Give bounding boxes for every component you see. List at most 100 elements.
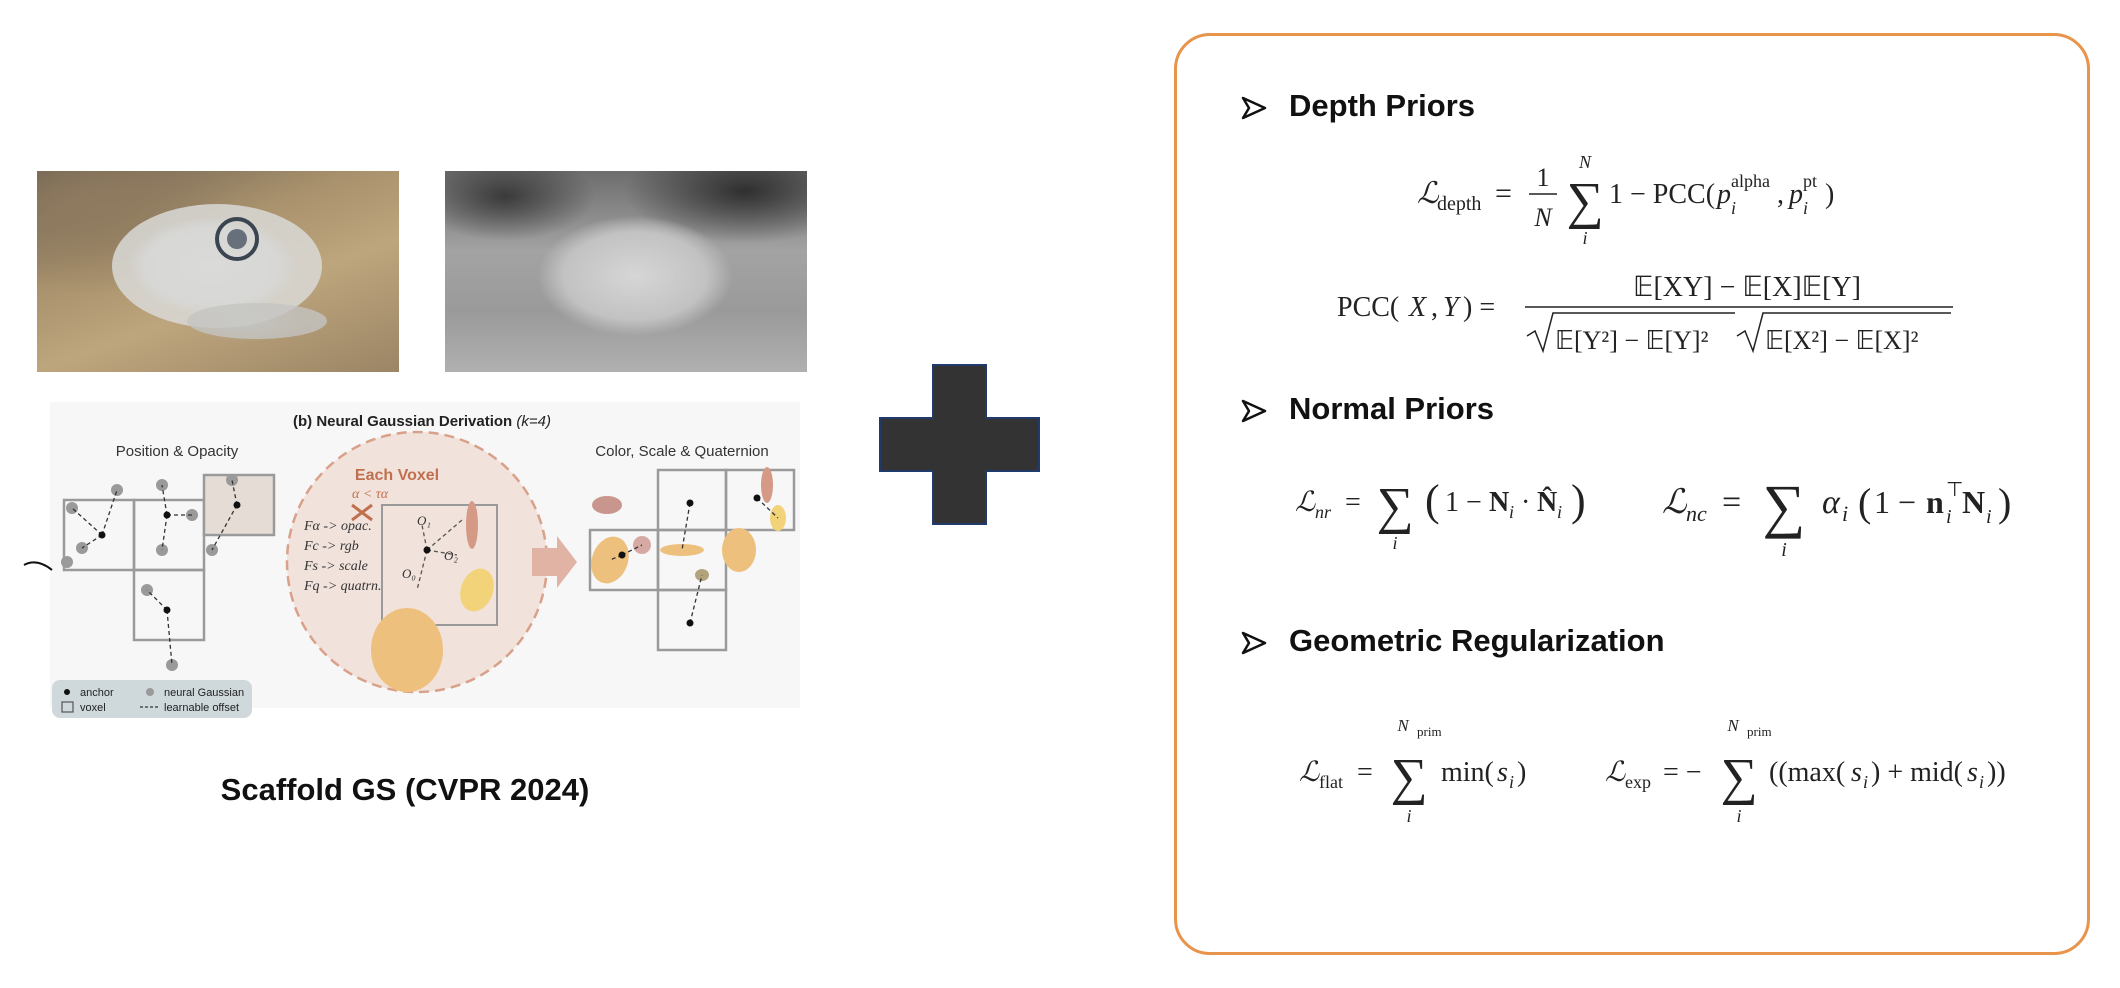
legend-neural-gaussian: neural Gaussian <box>164 687 244 699</box>
svg-text:N: N <box>1489 487 1509 518</box>
depth-map-image <box>445 171 807 372</box>
normal-render-loss-equation: ℒ nr = ∑ i ( 1 − N i · N̂ i ) <box>1295 476 1586 553</box>
svg-text:i: i <box>1509 772 1514 792</box>
svg-text:=: = <box>1345 487 1361 518</box>
svg-text:PCC(: PCC( <box>1337 292 1399 323</box>
svg-text:): ) <box>1998 480 2011 525</box>
learnable-offsets <box>71 479 238 666</box>
legend-learnable-offset: learnable offset <box>164 702 239 714</box>
depth-priors-heading: Depth Priors <box>1237 88 1475 124</box>
svg-text:i: i <box>1803 198 1808 218</box>
svg-text:i: i <box>1731 198 1736 218</box>
arrowhead-bullet-icon <box>1241 399 1267 423</box>
alpha-threshold-label: α < τα <box>352 487 389 502</box>
expansion-loss-equation: ℒ exp = − N prim ∑ i ((max( s i ) + mid(… <box>1605 716 2006 826</box>
gaussian-yellow-ellipse <box>460 568 494 612</box>
svg-text:i: i <box>1842 501 1848 526</box>
svg-text:= −: = − <box>1663 757 1702 788</box>
color-scale-quaternion-label: Color, Scale & Quaternion <box>595 443 768 460</box>
svg-text:p: p <box>1715 179 1731 210</box>
arrowhead-bullet-icon <box>1241 96 1267 120</box>
svg-text:i: i <box>1863 772 1868 792</box>
svg-text:,: , <box>1777 179 1784 210</box>
svg-text:exp: exp <box>1625 772 1651 792</box>
svg-text:i: i <box>1509 502 1514 522</box>
svg-text:N: N <box>1726 716 1740 735</box>
flatness-loss-equation: ℒ flat = N prim ∑ i min( s i ) <box>1299 716 1526 826</box>
svg-text:s: s <box>1851 757 1862 788</box>
svg-text:): ) <box>1571 476 1586 525</box>
flow-arrow-icon <box>532 536 577 588</box>
svg-text:i: i <box>1781 539 1787 561</box>
zoomed-voxel-box <box>381 504 498 626</box>
colored-gaussians <box>591 467 786 584</box>
svg-text:∑: ∑ <box>1763 473 1806 539</box>
svg-text:pt: pt <box>1803 171 1817 191</box>
figure-title-k: (k=4) <box>516 413 551 430</box>
svg-text:1 − PCC(: 1 − PCC( <box>1609 179 1715 210</box>
normal-priors-heading: Normal Priors <box>1237 391 1494 427</box>
svg-text:n: n <box>1926 484 1944 520</box>
cap-photo-drawing <box>112 204 327 339</box>
svg-text:) =: ) = <box>1463 292 1495 323</box>
pruned-cross-icon <box>351 503 373 522</box>
scaffold-gs-diagram: (b) Neural Gaussian Derivation (k=4) Pos… <box>23 402 800 718</box>
feature-quaternion-label: Fq -> quatrn. <box>303 579 382 594</box>
pcc-equation: PCC( X , Y ) = 𝔼[XY] − 𝔼[X]𝔼[Y] 𝔼[Y²] − … <box>1337 272 1953 355</box>
svg-text:1 −: 1 − <box>1445 487 1482 518</box>
svg-text:i: i <box>1979 772 1984 792</box>
rgb-render-image <box>37 171 399 372</box>
svg-text:X: X <box>1408 292 1427 323</box>
svg-text:depth: depth <box>1437 193 1481 215</box>
offset-o1-label: O₁ <box>417 513 431 528</box>
priors-panel: Depth Priors ℒ depth = 1 N N ∑ i 1 − PCC… <box>1174 33 2090 955</box>
svg-text:i: i <box>1986 506 1992 528</box>
svg-text:ℒ: ℒ <box>1605 757 1626 788</box>
svg-text:N: N <box>1578 152 1592 172</box>
gaussian-red-ellipse <box>466 501 478 549</box>
svg-text:Y: Y <box>1443 292 1462 323</box>
zoomed-offsets <box>416 519 463 591</box>
svg-text:(: ( <box>1425 476 1440 525</box>
svg-text:i: i <box>1582 228 1587 248</box>
svg-text:∑: ∑ <box>1566 173 1603 230</box>
arrowhead-bullet-icon <box>1241 631 1267 655</box>
svg-text:) + mid(: ) + mid( <box>1871 757 1963 788</box>
anchor-points <box>98 501 241 614</box>
depth-priors-title: Depth Priors <box>1289 88 1476 123</box>
svg-text:ℒ: ℒ <box>1662 484 1688 521</box>
svg-text:s: s <box>1497 757 1508 788</box>
svg-text:)): )) <box>1987 757 2006 788</box>
svg-text:nc: nc <box>1686 501 1707 526</box>
svg-text:∑: ∑ <box>1720 749 1757 806</box>
svg-text:𝔼[Y²] − 𝔼[Y]²: 𝔼[Y²] − 𝔼[Y]² <box>1555 326 1709 355</box>
each-voxel-label: Each Voxel <box>355 467 439 484</box>
svg-text:N: N <box>1533 203 1553 232</box>
svg-text:prim: prim <box>1747 724 1772 739</box>
gaussian-orange-ellipse <box>371 608 443 692</box>
svg-text:=: = <box>1357 757 1373 788</box>
svg-text:ℒ: ℒ <box>1417 177 1440 210</box>
input-arrow-icon <box>23 561 53 571</box>
svg-text:𝔼[XY] − 𝔼[X]𝔼[Y]: 𝔼[XY] − 𝔼[X]𝔼[Y] <box>1633 272 1861 303</box>
svg-text:(: ( <box>1858 480 1871 525</box>
svg-text:((max(: ((max( <box>1769 757 1845 788</box>
geometric-regularization-heading: Geometric Regularization <box>1237 623 1665 659</box>
feature-opacity-label: Fα -> opac. <box>303 519 372 534</box>
zoomed-anchor <box>423 546 431 554</box>
plus-icon <box>879 364 1040 525</box>
svg-text:ℒ: ℒ <box>1295 487 1316 518</box>
svg-text:min(: min( <box>1441 757 1494 788</box>
svg-text:ℒ: ℒ <box>1299 757 1320 788</box>
position-opacity-label: Position & Opacity <box>116 443 239 460</box>
svg-text:i: i <box>1736 806 1741 826</box>
svg-text:1 −: 1 − <box>1874 484 1916 520</box>
svg-text:·: · <box>1521 487 1530 518</box>
feature-rgb-label: Fc -> rgb <box>303 539 359 554</box>
svg-text:,: , <box>1431 292 1438 323</box>
svg-text:flat: flat <box>1319 772 1343 792</box>
offset-o2-label: O₂ <box>444 548 458 563</box>
svg-text:i: i <box>1392 533 1397 553</box>
svg-text:): ) <box>1517 757 1526 788</box>
svg-text:∑: ∑ <box>1376 478 1413 535</box>
